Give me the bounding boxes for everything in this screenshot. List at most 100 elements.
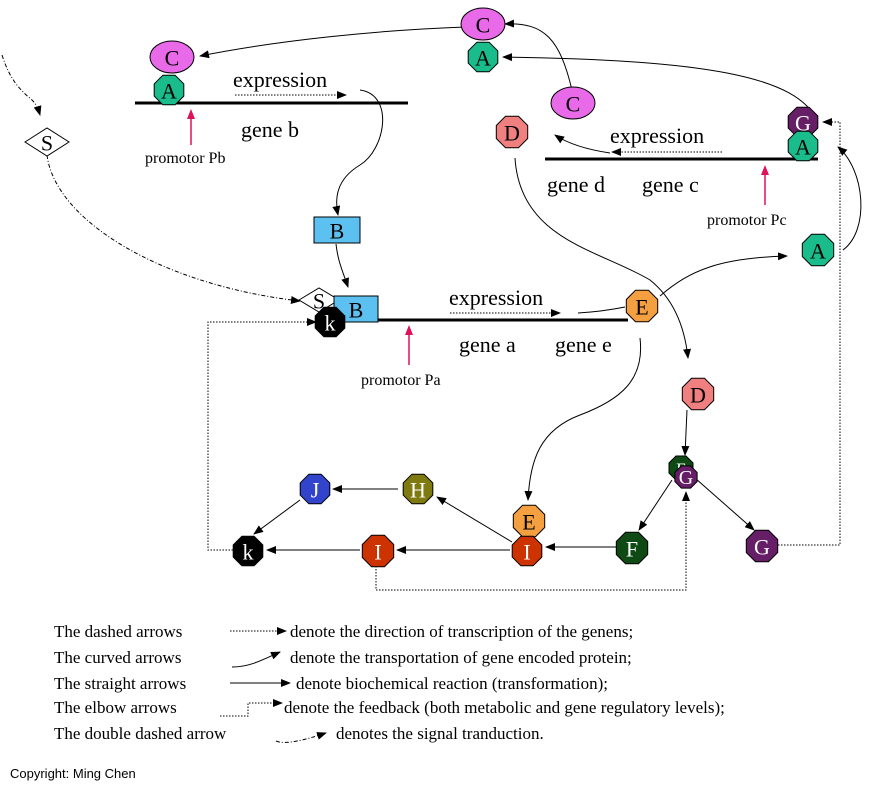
legend-left-1: The dashed arrows — [54, 622, 182, 641]
node-k-low: k — [232, 535, 264, 567]
signal-arrow-S-to-gene-a — [46, 154, 301, 304]
legend-right-3: denote biochemical reaction (transformat… — [296, 674, 608, 693]
node-shape — [495, 115, 529, 149]
node-g-low: G — [745, 529, 779, 563]
node-g-pc: G — [787, 106, 819, 138]
node-label: D — [504, 121, 520, 146]
curve-expr-d-to-D — [554, 134, 611, 154]
node-k-pa: k — [314, 306, 346, 338]
arrow-D-to-FG — [681, 409, 690, 456]
curve-B-to-gene-a — [335, 243, 349, 288]
arrow-FG-to-F — [638, 479, 673, 531]
node-e-gene: E — [625, 289, 659, 323]
legend-left-4: The elbow arrows — [54, 698, 177, 717]
legend-signal-sample — [275, 732, 327, 743]
gene-e-label: gene e — [555, 332, 612, 357]
node-label: A — [161, 79, 177, 104]
node-shape — [232, 535, 264, 567]
expression-a-label: expression — [449, 285, 543, 310]
node-label: S — [313, 289, 325, 314]
node-g-fg: G — [674, 465, 698, 489]
elbow-I-to-FG — [375, 491, 690, 591]
node-label: k — [243, 540, 254, 565]
node-c-b: C — [149, 40, 195, 74]
curve-C-right-to-C-top — [504, 19, 573, 91]
curve-D-top-to-D-mid — [514, 157, 692, 359]
node-shape — [314, 306, 346, 338]
node-e-low: E — [512, 504, 546, 538]
gene-a-label: gene a — [459, 332, 516, 357]
curve-E-to-A-free — [659, 252, 788, 297]
elbow-k-to-gene-a — [207, 318, 317, 551]
arrow-J-to-k — [253, 499, 301, 535]
legend-right-1: denote the direction of transcription of… — [290, 622, 633, 641]
promotor-pb-label: promotor Pb — [145, 150, 225, 167]
node-d-top: D — [495, 115, 529, 149]
node-a-free: A — [801, 233, 835, 267]
node-label: I — [523, 540, 530, 565]
node-b-pa: B — [333, 295, 379, 323]
curve-expr-a-to-E — [577, 306, 626, 314]
node-s-pa: S — [298, 287, 340, 314]
elbow-G-to-G-pc — [778, 118, 841, 546]
copyright-text: Copyright: Ming Chen — [10, 766, 136, 781]
gene-c-label: gene c — [642, 172, 699, 197]
promotor-pa-label: promotor Pa — [361, 372, 441, 389]
node-shape — [361, 534, 395, 568]
curve-G-to-A-top — [502, 53, 819, 124]
node-i-left: I — [361, 534, 395, 568]
promotor-pc-label: promotor Pc — [707, 212, 787, 229]
node-i-low: I — [511, 535, 543, 567]
node-shape — [615, 531, 649, 565]
expression-dc-label: expression — [610, 123, 704, 148]
node-shape — [313, 216, 361, 244]
node-a-pc: A — [787, 130, 819, 162]
node-label: J — [311, 478, 320, 503]
node-h: H — [402, 473, 434, 505]
node-c-right: C — [550, 86, 596, 120]
node-shape — [24, 127, 70, 157]
node-label: C — [165, 46, 180, 71]
node-shape — [550, 86, 596, 120]
node-shape — [801, 233, 835, 267]
node-label: B — [330, 219, 345, 244]
node-label: S — [41, 131, 53, 156]
node-c-top: C — [460, 7, 506, 41]
node-label: k — [325, 311, 336, 336]
node-shape — [460, 7, 506, 41]
curve-expr-b-to-B — [332, 89, 384, 216]
nodes-layer: CACASCDGABASBkEDFGJHEIkIFG — [24, 7, 835, 568]
node-b-free: B — [313, 216, 361, 244]
node-label: A — [795, 135, 811, 160]
node-d-mid: D — [681, 377, 715, 411]
expression-b-label: expression — [233, 67, 327, 92]
node-label: G — [754, 535, 770, 560]
node-label: C — [566, 92, 581, 117]
gene-d-label: gene d — [547, 172, 605, 197]
node-s-left: S — [24, 127, 70, 157]
arrow-I-to-H — [436, 496, 513, 543]
node-shape — [153, 74, 185, 106]
legend-left-5: The double dashed arrow — [54, 724, 227, 743]
legend-elbow-sample — [220, 699, 283, 717]
legend-left-3: The straight arrows — [54, 674, 186, 693]
node-label: E — [635, 295, 648, 320]
node-label: G — [795, 111, 811, 136]
node-label: B — [349, 298, 364, 323]
node-shape — [787, 130, 819, 162]
node-a-top: A — [467, 41, 499, 73]
legend-curved-sample — [231, 651, 281, 668]
legend-right-4: denote the feedback (both metabolic and … — [284, 698, 725, 717]
node-shape — [681, 377, 715, 411]
node-label: G — [679, 467, 693, 489]
node-label: H — [410, 478, 426, 503]
node-shape — [625, 289, 659, 323]
node-label: A — [810, 239, 826, 264]
curve-gene-e-to-E-low — [524, 337, 642, 501]
legend-right-5: denotes the signal tranduction. — [336, 724, 544, 743]
legend: The dashed arrows denote the direction o… — [54, 622, 725, 743]
legend-left-2: The curved arrows — [54, 648, 181, 667]
node-f-low: F — [615, 531, 649, 565]
legend-right-2: denote the transportation of gene encode… — [290, 648, 632, 667]
